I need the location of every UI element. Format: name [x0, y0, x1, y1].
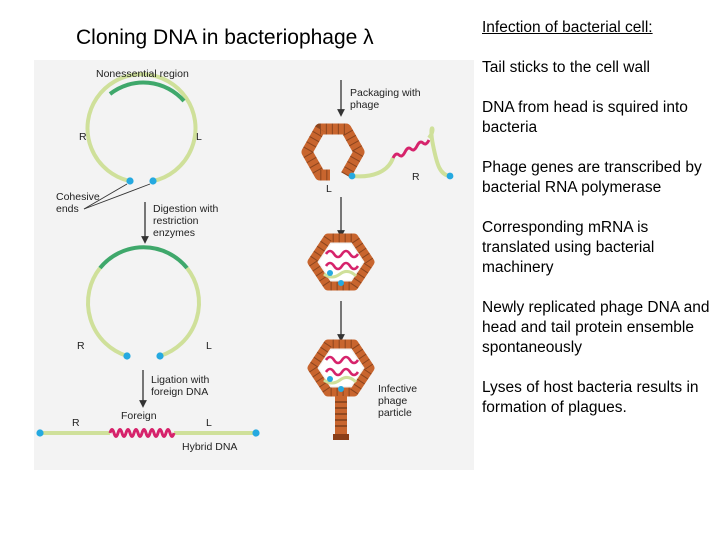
page-title: Cloning DNA in bacteriophage λ [76, 26, 374, 49]
opened-lambda-arms [86, 245, 201, 360]
empty-phage-head [301, 123, 365, 181]
infection-notes: Infection of bacterial cell: Tail sticks… [482, 18, 714, 438]
cohesive-end-dot [123, 352, 131, 360]
packaging-label-line1: Packaging with [350, 87, 421, 99]
hybrid-dna [36, 428, 260, 438]
foreign-label: Foreign [121, 410, 157, 422]
cohesive-label-line2: ends [56, 203, 79, 215]
cohesive-end-dot [36, 429, 44, 437]
cohesive-end-dot [446, 172, 454, 180]
hybrid-dna-label: Hybrid DNA [182, 441, 237, 453]
cohesive-end-dot [126, 177, 134, 185]
right-arm-label-3: R [72, 417, 80, 429]
left-arm-label-4: L [326, 183, 332, 195]
note-item: DNA from head is squired into bacteria [482, 99, 688, 136]
left-arm-label-2: L [206, 340, 212, 352]
digestion-label-line3: enzymes [153, 227, 195, 239]
filled-phage-head [306, 233, 376, 291]
note-item: Lyses of host bacteria results in format… [482, 379, 699, 416]
notes-heading: Infection of bacterial cell: [482, 19, 653, 36]
dna-entering-head [348, 126, 454, 180]
infective-label-line3: particle [378, 407, 412, 419]
ligation-label-line1: Ligation with [151, 374, 210, 386]
right-arm-label: R [79, 131, 87, 143]
phage-baseplate [333, 434, 349, 440]
left-arm-label-3: L [206, 417, 212, 429]
cohesive-label-line1: Cohesive [56, 191, 100, 203]
cohesive-end-dot [348, 172, 356, 180]
cohesive-end-dot [156, 352, 164, 360]
cohesive-leader-line [83, 183, 128, 210]
infective-label-line1: Infective [378, 383, 417, 395]
phage-tail [335, 396, 347, 434]
cohesive-leader-line [83, 183, 151, 210]
left-arm-label: L [196, 131, 202, 143]
cohesive-end-dot [252, 429, 260, 437]
diagram-background [34, 60, 474, 470]
note-item: Phage genes are transcribed by bacterial… [482, 159, 702, 196]
infective-label-line2: phage [378, 395, 407, 407]
right-arm-label-4: R [412, 171, 420, 183]
note-item: Newly replicated phage DNA and head and … [482, 299, 710, 356]
note-item: Tail sticks to the cell wall [482, 59, 650, 76]
packaging-label-line2: phage [350, 99, 379, 111]
infective-phage [306, 339, 376, 440]
right-arm-label-2: R [77, 340, 85, 352]
cohesive-end-dot [149, 177, 157, 185]
nonessential-region-label: Nonessential region [96, 68, 189, 80]
digestion-label-line2: restriction [153, 215, 199, 227]
lambda-circle [85, 72, 198, 185]
note-item: Corresponding mRNA is translated using b… [482, 219, 655, 276]
ligation-label-line2: foreign DNA [151, 386, 208, 398]
digestion-label-line1: Digestion with [153, 203, 219, 215]
